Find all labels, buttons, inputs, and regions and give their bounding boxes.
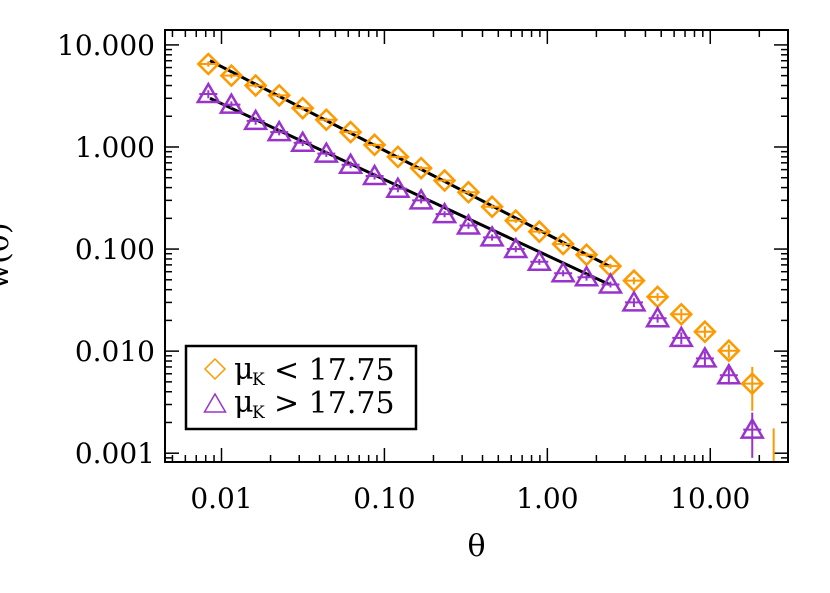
diamond-marker	[432, 168, 457, 193]
diamond-marker	[409, 156, 433, 180]
triangle-marker	[408, 187, 434, 210]
diamond-marker	[717, 338, 741, 363]
triangle-marker	[313, 141, 340, 163]
triangle-marker	[385, 176, 411, 198]
triangle-marker	[739, 417, 765, 439]
triangle-marker	[361, 163, 388, 186]
x-axis-label: θ	[467, 529, 485, 564]
y-axis-label: w(θ)	[0, 222, 16, 289]
legend: μK < 17.75 μK > 17.75	[184, 344, 418, 431]
diamond-marker	[314, 107, 339, 132]
diamond-marker	[362, 133, 387, 157]
axis-ticks	[165, 30, 789, 462]
triangle-marker	[644, 305, 671, 328]
x-tick-label: 0.01	[190, 482, 252, 515]
legend-symbol-subscript: K	[252, 403, 265, 423]
triangle-marker	[266, 119, 292, 142]
triangle-marker	[479, 224, 505, 247]
legend-symbol-mu: μ	[234, 385, 254, 420]
x-tick-label: 0.10	[353, 482, 415, 515]
x-tick-label: 10.00	[670, 482, 750, 515]
legend-label: > 17.75	[274, 386, 395, 421]
fit-line	[209, 59, 610, 268]
triangle-marker	[503, 236, 529, 259]
triangle-marker	[195, 81, 221, 104]
x-tick-label: 1.00	[516, 482, 578, 515]
diamond-marker	[196, 52, 221, 76]
triangle-marker	[716, 362, 742, 385]
data-markers	[195, 52, 765, 439]
tick-labels: 0.01 0.10 1.00 10.00 10.000 1.000 0.100 0.010 0.…	[57, 29, 750, 515]
triangle-marker	[668, 325, 694, 348]
triangle-marker	[455, 213, 482, 235]
triangle-marker	[550, 260, 576, 283]
diamond-marker	[480, 194, 504, 219]
diamond-marker	[669, 302, 694, 326]
diamond-marker	[693, 319, 717, 344]
triangle-marker	[290, 130, 316, 153]
legend-symbol-mu: μ	[234, 352, 254, 387]
fit-line	[209, 96, 610, 286]
diamond-marker	[386, 145, 410, 169]
diamond-marker	[243, 73, 268, 98]
y-tick-label: 1.000	[75, 131, 155, 164]
triangle-marker	[573, 264, 600, 287]
triangle-marker	[597, 271, 624, 294]
triangle-marker	[692, 345, 718, 368]
triangle-marker	[621, 289, 647, 312]
diamond-marker	[290, 96, 315, 120]
triangle-marker	[431, 201, 458, 224]
triangle-marker	[242, 108, 269, 131]
diamond-marker	[551, 232, 575, 256]
diamond-marker	[219, 63, 244, 88]
diamond-marker	[456, 180, 481, 205]
triangle-marker	[337, 152, 364, 174]
triangle-marker	[218, 92, 245, 114]
diamond-marker	[740, 371, 765, 396]
diamond-marker	[267, 83, 291, 108]
y-tick-label: 0.100	[75, 233, 155, 266]
diamond-marker	[527, 219, 552, 244]
plot-frame	[164, 29, 789, 463]
diamond-marker	[338, 120, 363, 144]
triangle-legend-icon	[203, 392, 227, 413]
legend-symbol-subscript: K	[252, 370, 265, 390]
legend-label: < 17.75	[274, 353, 395, 388]
legend-box	[184, 344, 418, 431]
diamond-legend-icon	[203, 357, 227, 381]
diamond-marker	[503, 208, 528, 233]
y-tick-label: 10.000	[57, 29, 155, 62]
y-tick-label: 0.001	[75, 437, 155, 470]
error-bars	[199, 61, 775, 462]
y-tick-label: 0.010	[75, 335, 155, 368]
triangle-marker	[526, 249, 553, 272]
